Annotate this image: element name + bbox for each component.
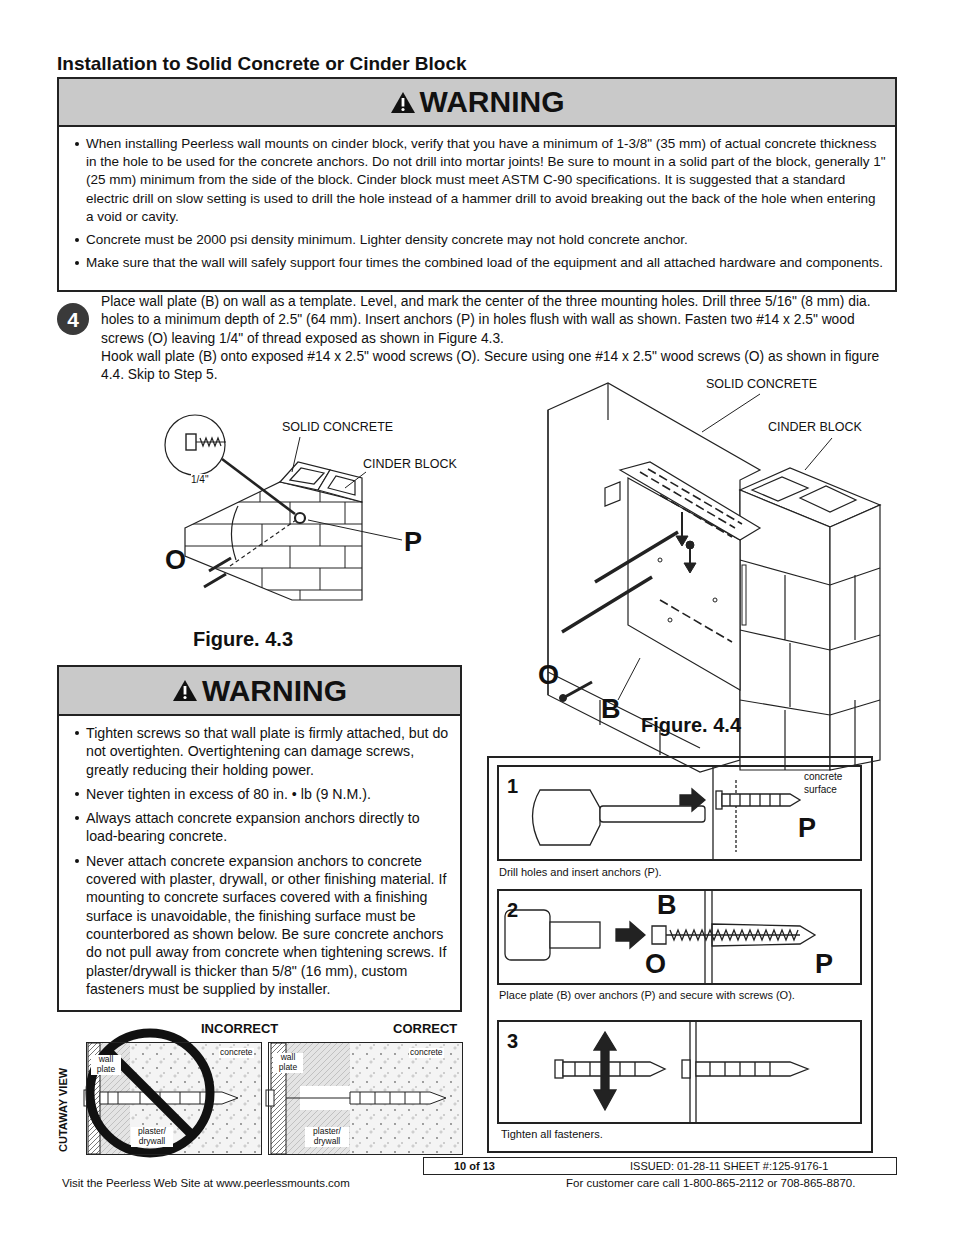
warning-icon: [390, 91, 416, 114]
label: O: [165, 545, 186, 576]
label: CUTAWAY VIEW: [57, 1068, 70, 1152]
panel-text: 2: [507, 899, 518, 922]
panel-text: concrete: [409, 1048, 444, 1058]
label: O: [538, 660, 559, 691]
bullet-dot: [75, 238, 79, 242]
bullet-dot: [75, 792, 79, 796]
panel-box: 3Tighten all fasteners.: [497, 1020, 862, 1124]
bullet-item: Always attach concrete expansion anchors…: [73, 809, 452, 846]
label: B: [601, 694, 621, 725]
bullet-text: Tighten screws so that wall plate is fir…: [86, 724, 452, 779]
label: Visit the Peerless Web Site at www.peerl…: [62, 1177, 350, 1189]
step-number-text: 4: [67, 309, 79, 330]
label: P: [404, 527, 422, 558]
label: CINDER BLOCK: [363, 457, 457, 471]
warning-icon: [172, 679, 198, 702]
bullet-text: Concrete must be 2000 psi density minimu…: [86, 231, 886, 249]
warning-body: When installing Peerless wall mounts on …: [59, 127, 895, 283]
bullet-item: Concrete must be 2000 psi density minimu…: [73, 231, 887, 249]
panel-text: CORRECT: [393, 1021, 457, 1036]
warning-box: WARNING Tighten screws so that wall plate…: [57, 665, 462, 1012]
bullet-text: Never attach concrete expansion anchors …: [86, 852, 452, 998]
panel-text: O: [645, 949, 666, 980]
panel-text: P: [815, 949, 833, 980]
bullet-item: Make sure that the wall will safely supp…: [73, 254, 887, 272]
panel-box: CORRECTwall plateconcreteplaster/ drywal…: [268, 1042, 463, 1155]
label: 1/4": [191, 474, 208, 485]
label: SOLID CONCRETE: [282, 420, 393, 434]
bullet-dot: [75, 859, 79, 863]
page-title: Installation to Solid Concrete or Cinder…: [57, 53, 467, 75]
panel-text: wall plate: [273, 1053, 303, 1073]
bullet-item: Tighten screws so that wall plate is fir…: [73, 724, 452, 779]
warning-header: WARNING: [59, 667, 460, 716]
bullet-text: When installing Peerless wall mounts on …: [86, 135, 886, 226]
warning-title: WARNING: [420, 87, 565, 117]
label: Figure. 4.4: [641, 714, 741, 737]
panel-text: concrete: [219, 1048, 254, 1058]
bullet-dot: [75, 731, 79, 735]
panel-text: 10 of 13: [454, 1160, 495, 1172]
panel-box: 2BOPPlace plate (B) over anchors (P) and…: [497, 889, 862, 985]
panel-text: concrete surface: [804, 771, 864, 796]
bullet-dot: [75, 261, 79, 265]
bullet-text: Make sure that the wall will safely supp…: [86, 254, 886, 272]
bullet-item: Never attach concrete expansion anchors …: [73, 852, 452, 998]
panel-text: wall plate: [91, 1055, 121, 1075]
panel-text: 1: [507, 775, 518, 798]
label: Place wall plate (B) on wall as a templa…: [101, 293, 897, 348]
label: Figure. 4.3: [193, 628, 293, 651]
panel-text: Place plate (B) over anchors (P) and sec…: [499, 989, 867, 1001]
label: CINDER BLOCK: [768, 420, 862, 434]
panel-text: plaster/ drywall: [131, 1127, 173, 1147]
label: For customer care call 1-800-865-2112 or…: [566, 1177, 855, 1189]
panel-box: 1concrete surfacePDrill holes and insert…: [497, 765, 862, 861]
warning-header: WARNING: [59, 79, 895, 127]
warning-box: WARNING When installing Peerless wall mou…: [57, 77, 897, 292]
label: SOLID CONCRETE: [706, 377, 817, 391]
bullet-text: Always attach concrete expansion anchors…: [86, 809, 452, 846]
panel-text: Drill holes and insert anchors (P).: [499, 866, 861, 878]
panel-text: INCORRECT: [201, 1021, 278, 1036]
panel-box: 10 of 13 ISSUED: 01-28-11 SHEET #:125-917…: [423, 1157, 897, 1175]
warning-title: WARNING: [202, 676, 347, 706]
bullet-item: When installing Peerless wall mounts on …: [73, 135, 887, 226]
panel-text: ISSUED: 01-28-11 SHEET #:125-9176-1: [630, 1160, 828, 1172]
bullet-item: Never tighten in excess of 80 in. • lb (…: [73, 785, 452, 803]
panel-text: 3: [507, 1030, 518, 1053]
panel-text: B: [657, 890, 677, 921]
bullet-dot: [75, 142, 79, 146]
bullet-dot: [75, 816, 79, 820]
panel-text: Tighten all fasteners.: [501, 1128, 861, 1140]
warning-body: Tighten screws so that wall plate is fir…: [59, 716, 460, 1010]
panel-text: P: [798, 813, 816, 844]
panel-box: INCORRECTwall plateconcreteplaster/ dryw…: [86, 1042, 262, 1155]
step-number: 4: [57, 303, 89, 335]
panel-text: plaster/ drywall: [305, 1127, 349, 1147]
bullet-text: Never tighten in excess of 80 in. • lb (…: [86, 785, 452, 803]
